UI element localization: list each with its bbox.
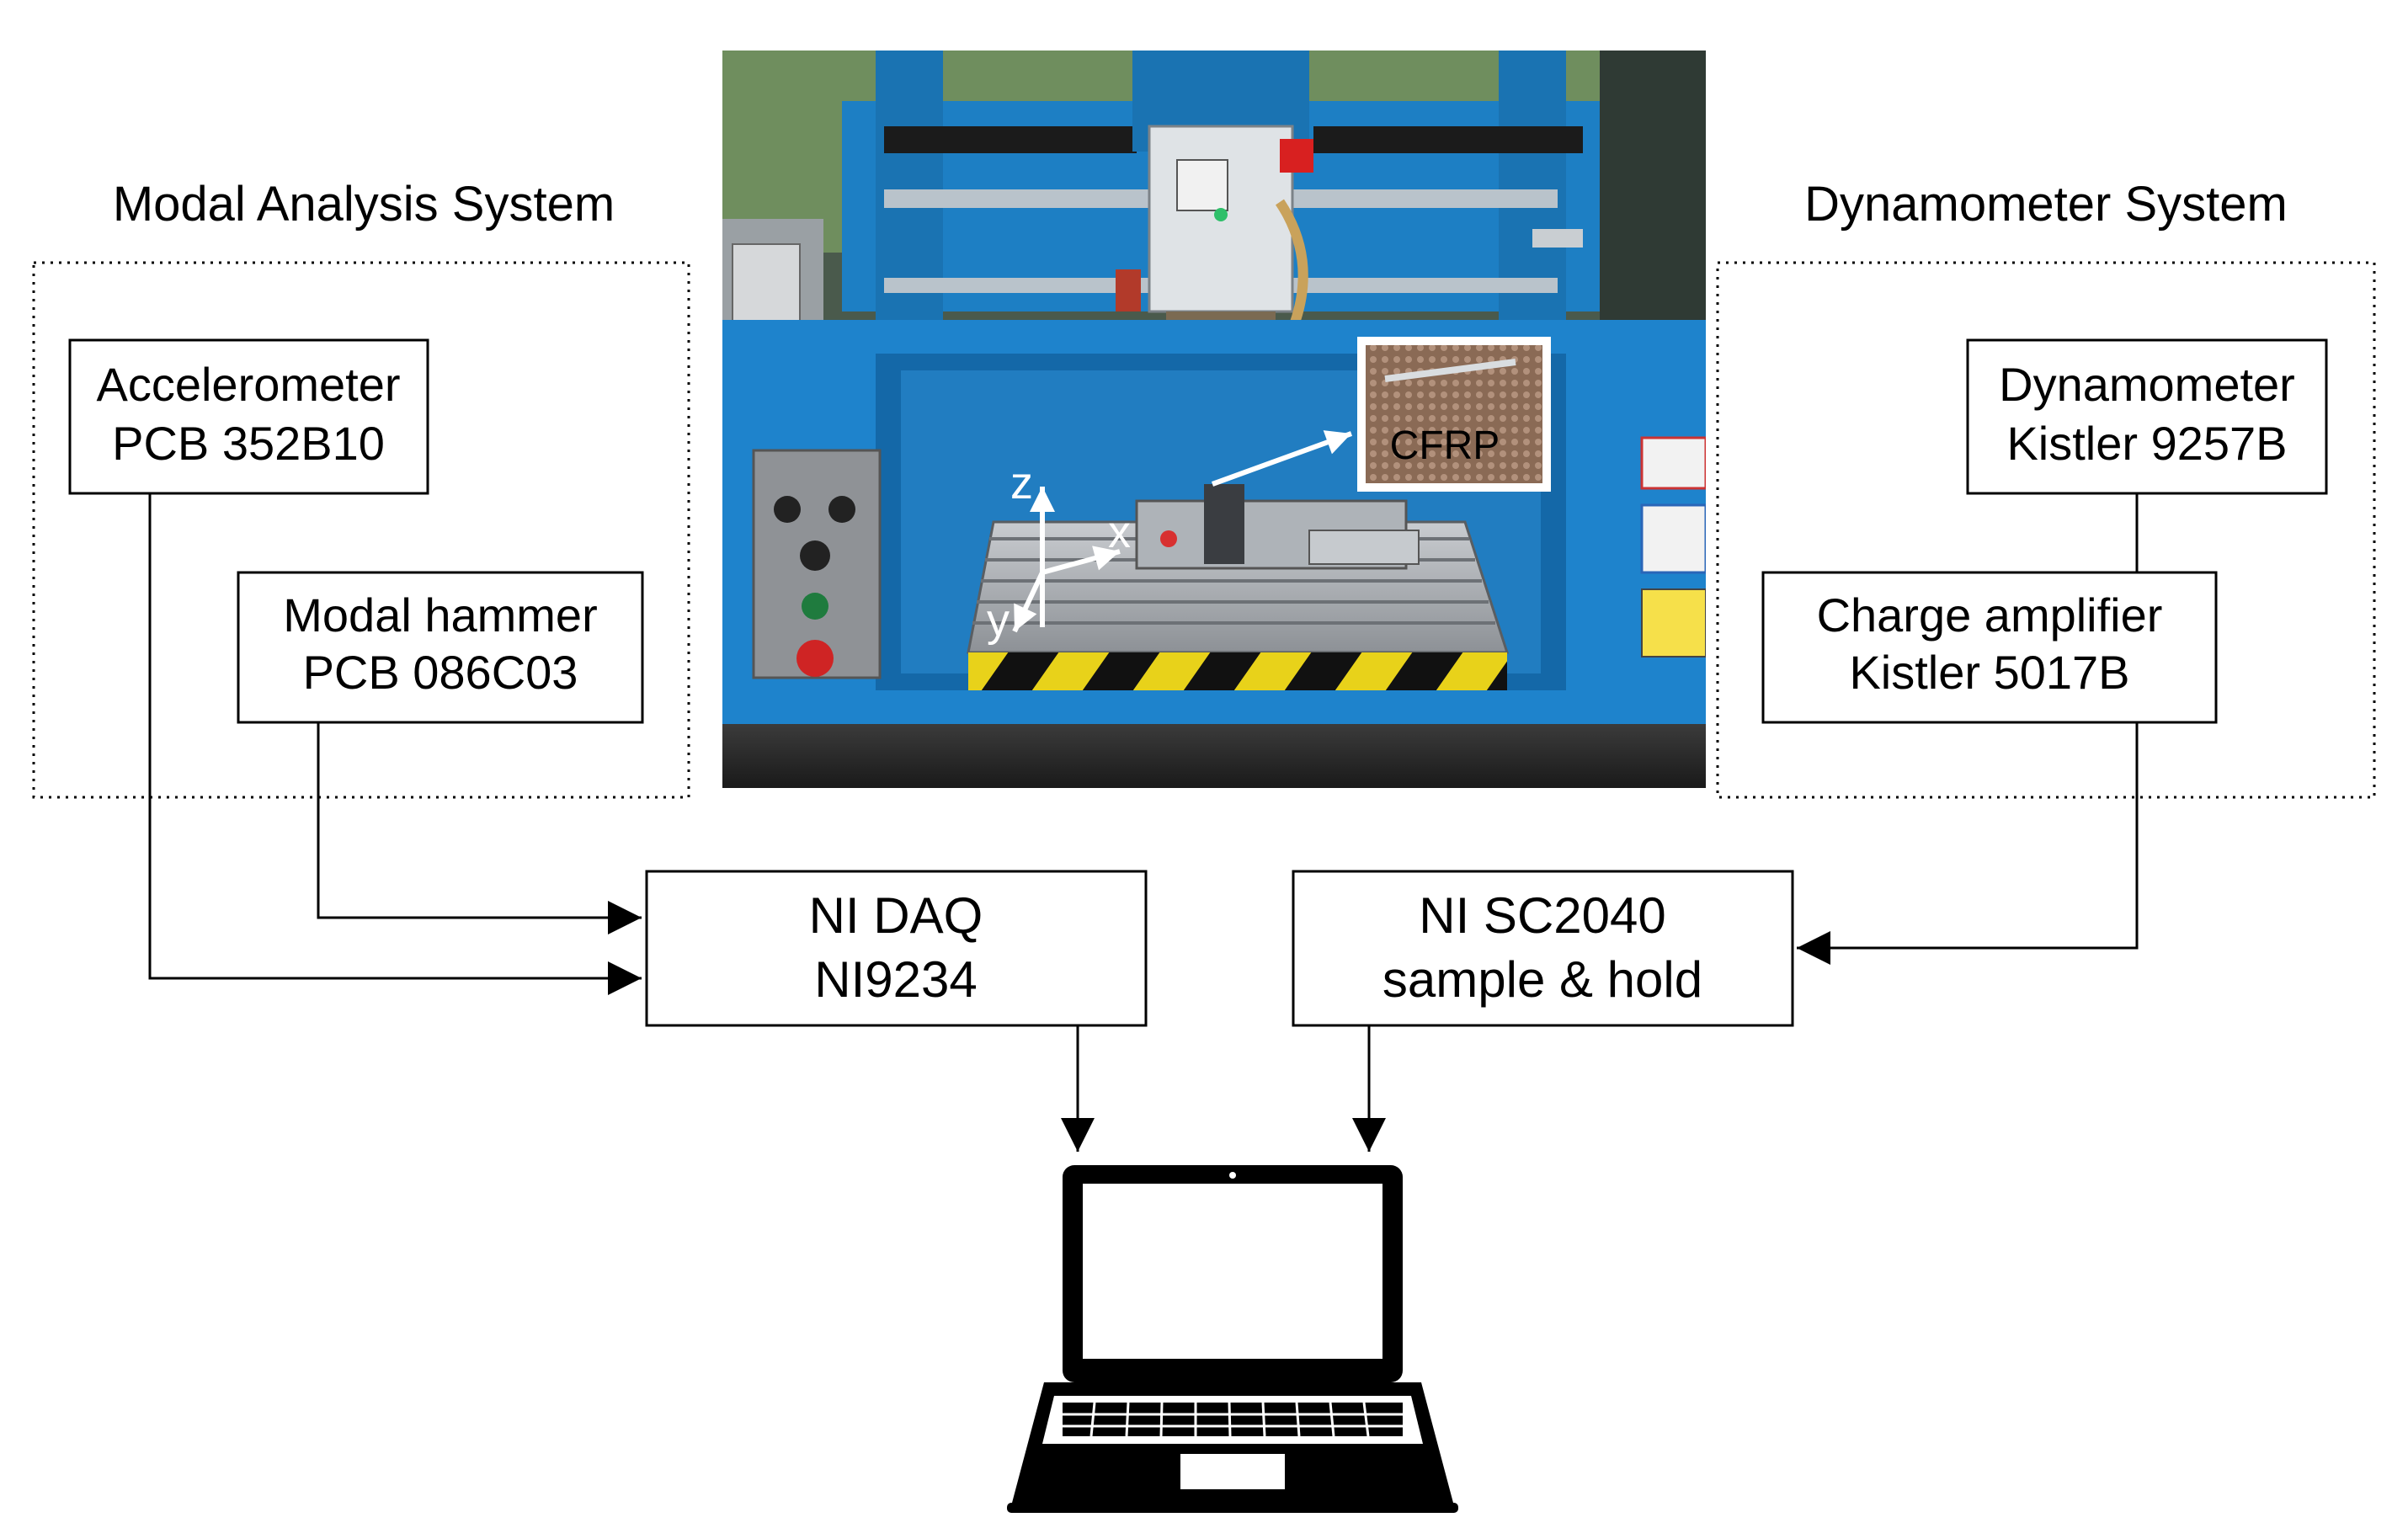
daq-label: NI DAQ xyxy=(809,887,983,944)
dynamometer-box: Dynamometer Kistler 9257B xyxy=(1966,338,2328,495)
axis-z-label: z xyxy=(1010,458,1033,508)
modal-group-title: Modal Analysis System xyxy=(113,177,615,232)
sc2040-subtitle: sample & hold xyxy=(1382,951,1702,1008)
sc2040-label: NI SC2040 xyxy=(1419,887,1666,944)
axis-x-label: x xyxy=(1108,507,1131,557)
inset-pointer-arrow xyxy=(1211,430,1353,487)
accelerometer-box: Accelerometer PCB 352B10 xyxy=(68,338,429,495)
machine-photo: CFRP z x y xyxy=(722,51,1706,788)
axis-y-label: y xyxy=(987,595,1010,646)
coordinate-axes xyxy=(1012,487,1121,633)
dynamometer-model: Kistler 9257B xyxy=(2006,417,2287,470)
charge-amplifier-box: Charge amplifier Kistler 5017B xyxy=(1761,571,2218,724)
amplifier-model: Kistler 5017B xyxy=(1849,646,2129,699)
laptop-keyboard xyxy=(1063,1403,1403,1436)
amplifier-label: Charge amplifier xyxy=(1817,588,2163,642)
hammer-to-daq-line xyxy=(317,722,642,934)
dyno-group-title: Dynamometer System xyxy=(1804,177,2288,232)
laptop-keys xyxy=(1057,1402,1411,1437)
amplifier-to-sc2040-line xyxy=(1797,722,2139,965)
daq-model: NI9234 xyxy=(814,951,977,1008)
laptop-icon xyxy=(1007,1165,1458,1513)
accelerometer-model: PCB 352B10 xyxy=(112,417,385,470)
dynamometer-label: Dynamometer xyxy=(1999,358,2295,411)
accelerometer-label: Accelerometer xyxy=(96,358,400,411)
connectors xyxy=(148,493,2139,1152)
modal-analysis-group: Modal Analysis System xyxy=(32,177,690,799)
dynamometer-group: Dynamometer System xyxy=(1716,177,2376,799)
ni-sc2040-box: NI SC2040 sample & hold xyxy=(1292,870,1794,1027)
ni-daq-box: NI DAQ NI9234 xyxy=(645,870,1148,1027)
accelerometer-to-daq-line xyxy=(148,493,642,995)
hammer-label: Modal hammer xyxy=(283,588,597,642)
cfrp-label: CFRP xyxy=(1390,423,1500,468)
modal-hammer-box: Modal hammer PCB 086C03 xyxy=(237,571,644,724)
hammer-model: PCB 086C03 xyxy=(303,646,578,699)
